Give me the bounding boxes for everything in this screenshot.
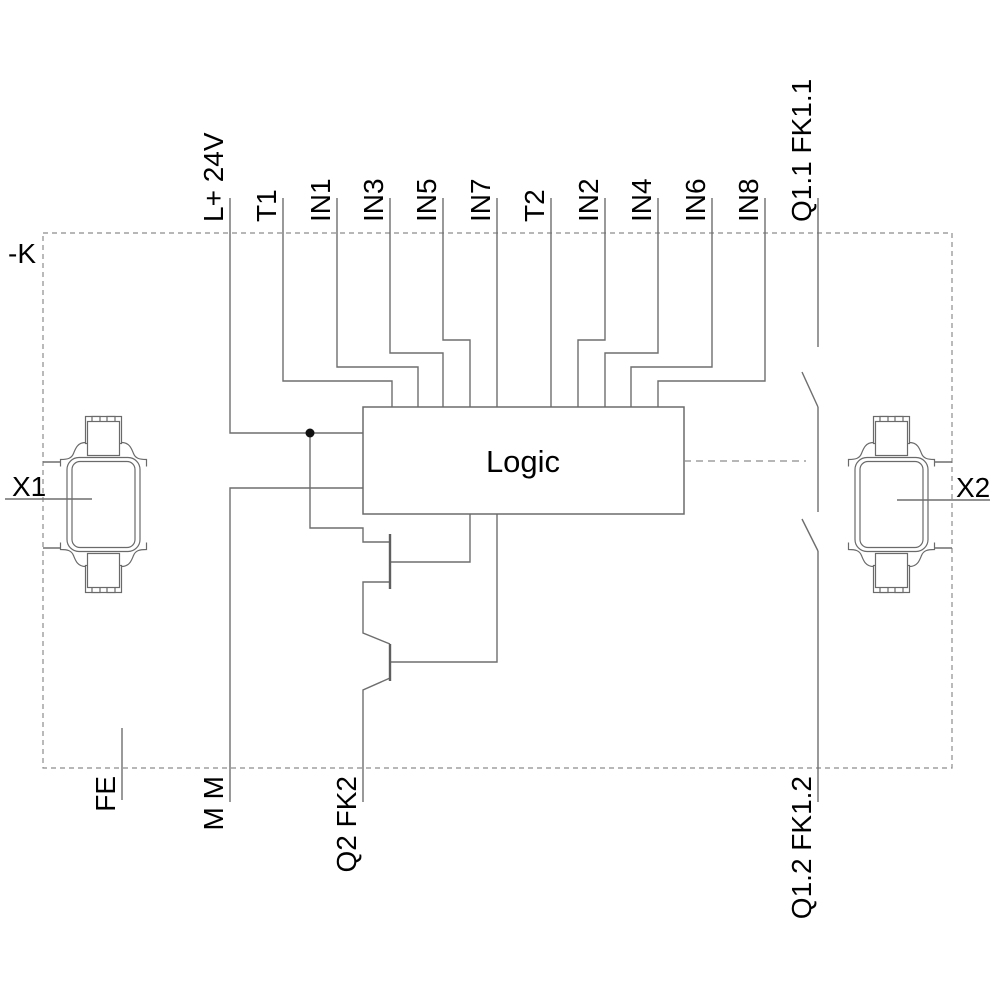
terminal-label-q1-1: Q1.1 FK1.1 <box>786 79 817 222</box>
terminal-label-in4: IN4 <box>626 178 657 222</box>
connector-x2-label: X2 <box>956 472 990 503</box>
terminal-label-in5: IN5 <box>411 178 442 222</box>
connector-x1-label: X1 <box>12 471 46 502</box>
wire-m <box>229 487 363 802</box>
contact-blade-1 <box>801 371 819 408</box>
wire-t1-t2-link <box>362 581 391 645</box>
terminal-label-t2: T2 <box>519 189 550 222</box>
terminal-label-q1-2: Q1.2 FK1.2 <box>786 776 817 919</box>
terminal-label-fe: FE <box>90 776 121 812</box>
terminal-label-in1: IN1 <box>305 178 336 222</box>
wire-in8 <box>657 198 766 407</box>
terminal-label-q2: Q2 FK2 <box>331 776 362 872</box>
wire-in4 <box>604 198 659 407</box>
wire-in1 <box>336 198 419 407</box>
wire-in6 <box>630 198 713 407</box>
terminal-label-in3: IN3 <box>358 178 389 222</box>
wire-t1 <box>282 198 393 407</box>
wire-t1-base <box>390 514 471 563</box>
terminal-label-t1: T1 <box>251 189 282 222</box>
module-frame-label: -K <box>8 238 36 269</box>
terminal-label-in2: IN2 <box>573 178 604 222</box>
wire-in5 <box>442 198 471 407</box>
terminal-label-in7: IN7 <box>465 178 496 222</box>
wire-q2-output <box>362 677 391 802</box>
logic-box <box>362 406 685 515</box>
terminal-label-in8: IN8 <box>733 178 764 222</box>
logic-label: Logic <box>486 444 560 479</box>
junction-dot <box>305 428 315 438</box>
terminal-label-lplus: L+ 24V <box>198 132 229 222</box>
contact-blade-2 <box>801 518 819 552</box>
wire-lplus-24v <box>229 198 363 434</box>
terminal-label-m: M M <box>198 776 229 830</box>
wire-t2-base <box>390 514 498 663</box>
wire-collector-feed <box>309 433 390 543</box>
terminal-label-in6: IN6 <box>680 178 711 222</box>
connector-x1 <box>59 415 148 594</box>
wire-in2 <box>577 198 606 407</box>
connector-x2 <box>847 415 936 594</box>
wire-in3 <box>389 198 444 407</box>
